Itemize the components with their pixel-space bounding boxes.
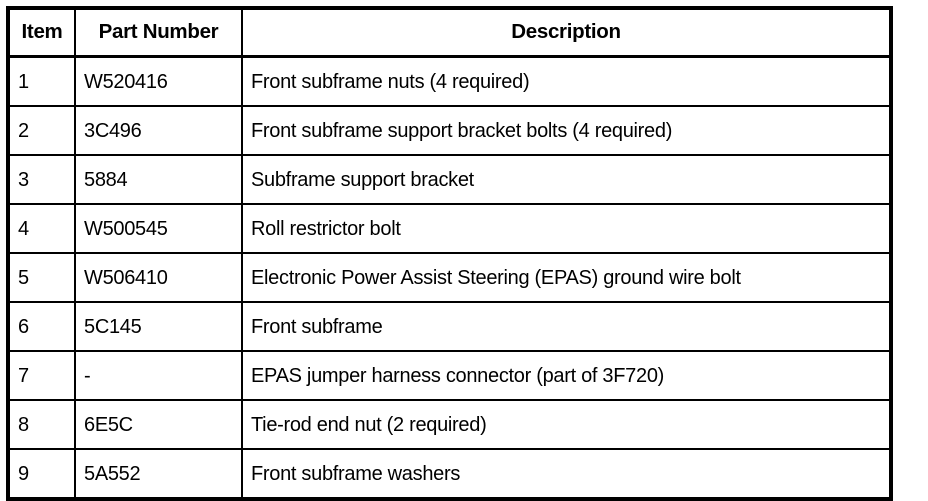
cell-part-number: - [74, 350, 243, 401]
cell-description: Front subframe support bracket bolts (4 … [241, 105, 892, 156]
header-row: Item Part Number Description [7, 7, 892, 58]
cell-description: Roll restrictor bolt [241, 203, 892, 254]
cell-part-number: 3C496 [74, 105, 243, 156]
table-row: 9 5A552 Front subframe washers [7, 448, 892, 500]
cell-description: Subframe support bracket [241, 154, 892, 205]
cell-item: 6 [7, 301, 76, 352]
table-row: 7 - EPAS jumper harness connector (part … [7, 350, 892, 401]
cell-description: Tie-rod end nut (2 required) [241, 399, 892, 450]
table-body: 1 W520416 Front subframe nuts (4 require… [7, 55, 892, 500]
cell-part-number: W520416 [74, 55, 243, 107]
parts-legend-table: Item Part Number Description 1 W520416 F… [6, 6, 893, 501]
table-header: Item Part Number Description [7, 7, 892, 58]
table-row: 6 5C145 Front subframe [7, 301, 892, 352]
table-row: 3 5884 Subframe support bracket [7, 154, 892, 205]
table-row: 4 W500545 Roll restrictor bolt [7, 203, 892, 254]
table-row: 8 6E5C Tie-rod end nut (2 required) [7, 399, 892, 450]
cell-item: 1 [7, 55, 76, 107]
cell-item: 2 [7, 105, 76, 156]
table-row: 1 W520416 Front subframe nuts (4 require… [7, 55, 892, 107]
table-row: 5 W506410 Electronic Power Assist Steeri… [7, 252, 892, 303]
cell-item: 5 [7, 252, 76, 303]
table-row: 2 3C496 Front subframe support bracket b… [7, 105, 892, 156]
cell-item: 9 [7, 448, 76, 500]
cell-part-number: W506410 [74, 252, 243, 303]
cell-part-number: 5A552 [74, 448, 243, 500]
cell-description: Front subframe [241, 301, 892, 352]
cell-item: 4 [7, 203, 76, 254]
cell-item: 3 [7, 154, 76, 205]
column-header-part-number: Part Number [74, 7, 243, 58]
cell-part-number: W500545 [74, 203, 243, 254]
cell-item: 7 [7, 350, 76, 401]
cell-item: 8 [7, 399, 76, 450]
cell-part-number: 6E5C [74, 399, 243, 450]
cell-description: Front subframe washers [241, 448, 892, 500]
cell-part-number: 5C145 [74, 301, 243, 352]
cell-description: Front subframe nuts (4 required) [241, 55, 892, 107]
cell-description: Electronic Power Assist Steering (EPAS) … [241, 252, 892, 303]
cell-part-number: 5884 [74, 154, 243, 205]
column-header-description: Description [241, 7, 892, 58]
cell-description: EPAS jumper harness connector (part of 3… [241, 350, 892, 401]
column-header-item: Item [7, 7, 76, 58]
